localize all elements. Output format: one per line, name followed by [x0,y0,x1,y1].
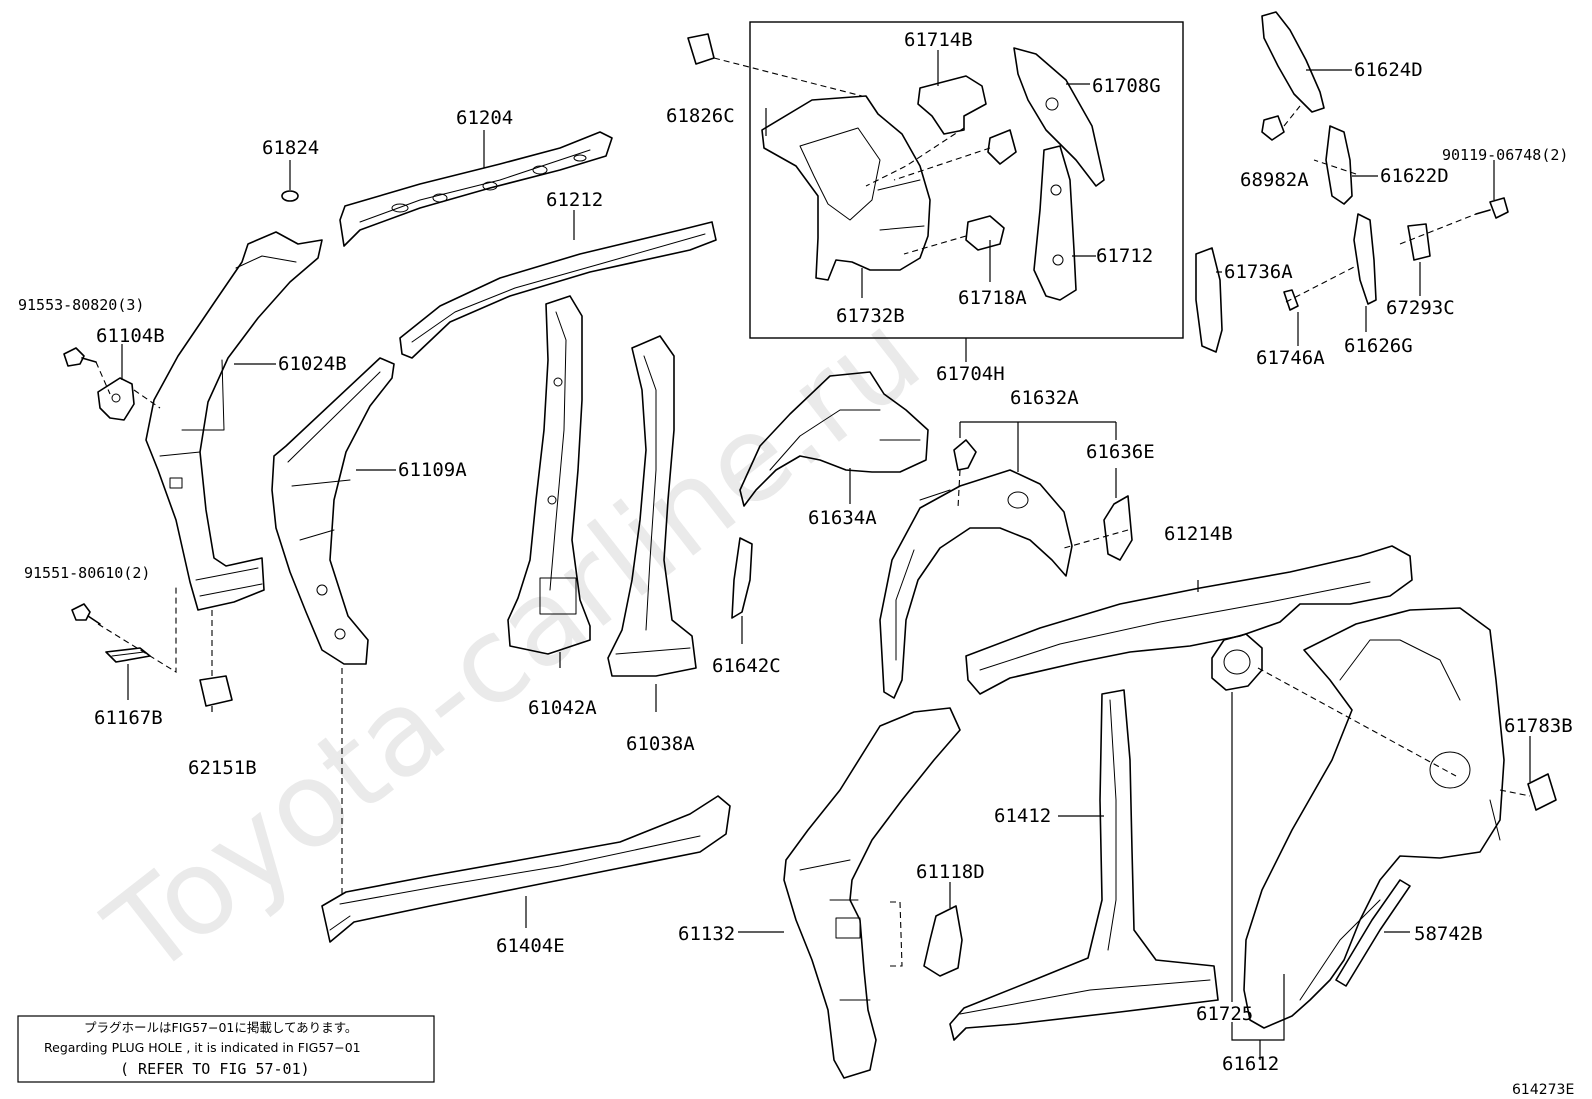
label-61412[interactable]: 61412 [994,805,1051,827]
label-61634A[interactable]: 61634A [808,507,877,529]
note-refer-link[interactable]: ( REFER TO FIG 57-01) [120,1060,310,1078]
bolt-91551[interactable] [71,603,101,625]
label-91553-80820[interactable]: 91553-80820(3) [18,296,144,314]
label-61404E[interactable]: 61404E [496,935,565,957]
part-61746A[interactable] [1283,289,1299,311]
part-61167B[interactable] [105,647,151,663]
label-61212[interactable]: 61212 [546,189,603,211]
part-61626G[interactable] [1353,213,1377,305]
part-61612[interactable] [1243,607,1505,1029]
part-61632A[interactable] [879,469,1073,699]
bolt-90119[interactable] [1475,197,1509,219]
label-67293C[interactable]: 67293C [1386,297,1455,319]
label-61732B[interactable]: 61732B [836,305,905,327]
part-61708G[interactable] [1013,47,1105,187]
label-61624D[interactable]: 61624D [1354,59,1423,81]
label-61024B[interactable]: 61024B [278,353,347,375]
label-61204[interactable]: 61204 [456,107,513,129]
watermark: Toyota-carline.ru [81,286,944,1003]
part-61718A[interactable] [965,215,1005,251]
part-61636E[interactable] [1103,495,1133,561]
label-91551-80610[interactable]: 91551-80610(2) [24,564,150,582]
label-61167B[interactable]: 61167B [94,707,163,729]
note-line-en: Regarding PLUG HOLE , it is indicated in… [44,1040,361,1055]
label-61214B[interactable]: 61214B [1164,523,1233,545]
label-61826C[interactable]: 61826C [666,105,735,127]
label-61118D[interactable]: 61118D [916,861,985,883]
label-58742B[interactable]: 58742B [1414,923,1483,945]
label-61824[interactable]: 61824 [262,137,319,159]
reference-note: プラグホールはFIG57−01に掲載してあります。 Regarding PLUG… [17,1015,435,1083]
part-61132[interactable] [783,707,961,1079]
part-61714B[interactable] [917,75,987,135]
part-61038A[interactable] [607,335,697,677]
note-line-jp: プラグホールはFIG57−01に掲載してあります。 [84,1020,357,1035]
label-61725[interactable]: 61725 [1196,1003,1253,1025]
part-61725[interactable] [1211,633,1263,691]
label-61626G[interactable]: 61626G [1344,335,1413,357]
part-61712[interactable] [1033,145,1077,301]
part-61024B[interactable] [145,231,323,611]
leader-lines [121,50,1531,1060]
label-61783B[interactable]: 61783B [1504,715,1573,737]
label-61632A[interactable]: 61632A [1010,387,1079,409]
part-58742B[interactable] [1335,879,1411,987]
part-61826C[interactable] [687,33,715,65]
label-90119-06748[interactable]: 90119-06748(2) [1442,146,1568,164]
part-61624D[interactable] [1261,11,1325,113]
part-61412[interactable] [949,689,1219,1041]
label-62151B[interactable]: 62151B [188,757,257,779]
part-61212[interactable] [399,221,717,359]
figure-code: 614273E [1512,1082,1574,1098]
bolt-91553[interactable] [63,347,97,367]
part-61622D[interactable] [1325,125,1353,205]
label-61712[interactable]: 61712 [1096,245,1153,267]
label-61109A[interactable]: 61109A [398,459,467,481]
part-labels: 61204 61824 61212 61826C 61714B 61708G 6… [18,29,1573,1075]
label-61746A[interactable]: 61746A [1256,347,1325,369]
part-61042A[interactable] [507,295,591,655]
part-61783B[interactable] [1527,773,1557,811]
label-61132[interactable]: 61132 [678,923,735,945]
label-61042A[interactable]: 61042A [528,697,597,719]
part-61104B[interactable] [97,377,135,421]
part-61204[interactable] [339,131,613,247]
part-61214B[interactable] [965,545,1413,695]
label-61714B[interactable]: 61714B [904,29,973,51]
label-61718A[interactable]: 61718A [958,287,1027,309]
part-61632A-bracket[interactable] [953,439,977,471]
part-61708G-clip[interactable] [987,129,1017,165]
label-61708G[interactable]: 61708G [1092,75,1161,97]
part-61732B[interactable] [761,95,931,281]
part-61404E[interactable] [321,795,731,943]
part-67293C[interactable] [1407,223,1431,261]
part-61824[interactable] [281,190,299,202]
svg-text:Toyota-carline.ru: Toyota-carline.ru [81,286,944,1003]
part-68982A[interactable] [1261,115,1285,141]
label-61736A[interactable]: 61736A [1224,261,1293,283]
label-61038A[interactable]: 61038A [626,733,695,755]
part-62151B[interactable] [199,675,233,707]
dashed-connectors [95,57,1531,967]
part-61642C[interactable] [731,537,753,619]
label-61704H[interactable]: 61704H [936,363,1005,385]
label-61612[interactable]: 61612 [1222,1053,1279,1075]
label-61642C[interactable]: 61642C [712,655,781,677]
part-61634A[interactable] [739,371,929,507]
label-61622D[interactable]: 61622D [1380,165,1449,187]
part-61736A[interactable] [1195,247,1223,353]
part-61118D[interactable] [923,905,963,977]
label-61104B[interactable]: 61104B [96,325,165,347]
label-68982A[interactable]: 68982A [1240,169,1309,191]
label-61636E[interactable]: 61636E [1086,441,1155,463]
part-61109A[interactable] [271,357,395,665]
